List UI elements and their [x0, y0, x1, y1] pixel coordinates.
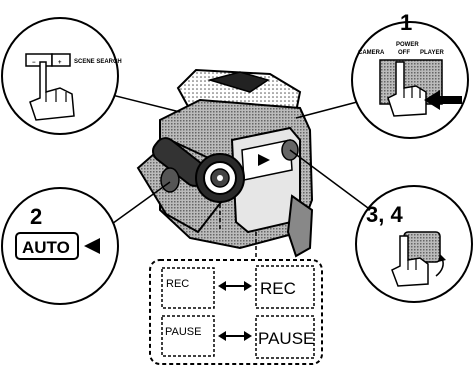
scene-search-plus: +: [58, 60, 62, 66]
arrow-left-icon: [424, 90, 462, 110]
callout-record-button: 3, 4: [355, 185, 473, 303]
double-arrow-icon: [218, 331, 252, 341]
hand-pointer-icon: [387, 61, 427, 117]
callout-auto: 2 AUTO: [1, 187, 119, 305]
power-camera-label: CAMERA: [358, 50, 385, 56]
display-indicator-panel: REC REC PAUSE PAUSE: [149, 259, 323, 365]
power-player-label: PLAYER: [420, 50, 444, 56]
power-off-label: OFF: [398, 50, 410, 56]
auto-indicator-box: [15, 232, 79, 260]
auto-label: AUTO: [22, 238, 70, 257]
rec-before-label: REC: [166, 278, 189, 290]
scene-search-label: SCENE SEARCH: [74, 59, 122, 65]
callout-scene-search: − + SCENE SEARCH: [1, 17, 122, 135]
hand-pointer-icon: [391, 235, 429, 287]
rec-after-label: REC: [260, 279, 296, 298]
pause-before-label: PAUSE: [165, 326, 201, 338]
camcorder-illustration: [136, 68, 314, 258]
callout-power-switch: 1 POWER CAMERA OFF PLAYER: [351, 10, 469, 139]
step-2-number: 2: [30, 204, 42, 229]
power-label: POWER: [396, 42, 419, 48]
pause-after-label: PAUSE: [258, 329, 314, 348]
arrow-left-icon: [84, 238, 100, 254]
step-34-number: 3, 4: [366, 202, 403, 227]
scene-search-minus: −: [32, 60, 36, 66]
hand-pointer-icon: [29, 61, 75, 121]
step-1-number: 1: [400, 10, 412, 35]
double-arrow-icon: [218, 281, 252, 291]
